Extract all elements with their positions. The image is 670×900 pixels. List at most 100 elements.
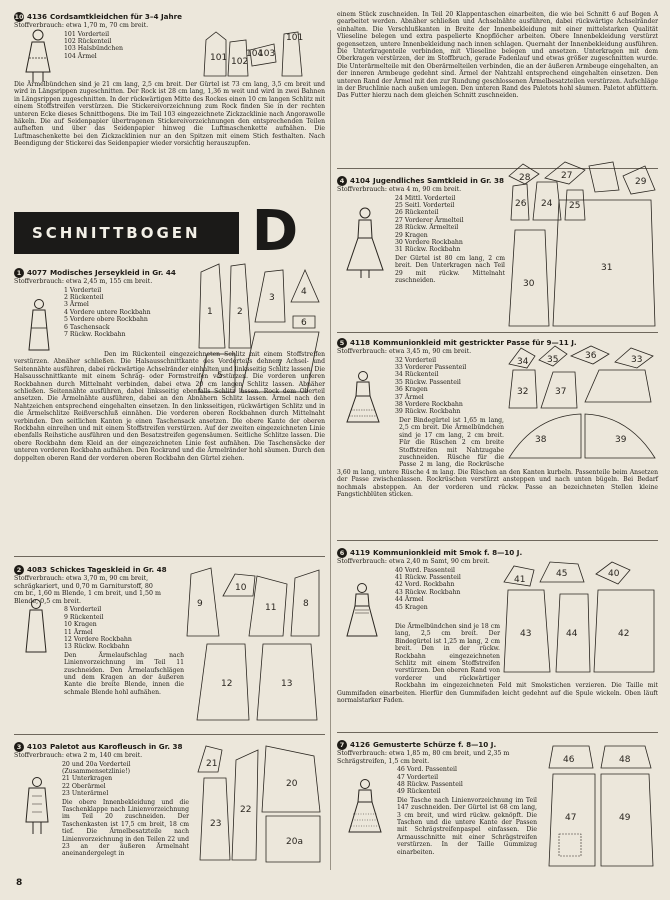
list-item: 7 Rückw. Rockbahn [64, 331, 126, 339]
list-item: 48 Rückw. Passenteil [397, 781, 463, 788]
list-item: 22 Oberärmel [62, 782, 106, 790]
jersey-dress-illustration [22, 298, 56, 356]
piece-label: 7 [277, 359, 283, 369]
list-item: 40 Vord. Passenteil [395, 566, 455, 574]
piece-label: 32 [517, 387, 528, 397]
section-6-text: Die Ärmelbündchen sind je 18 cm lang, 2,… [337, 623, 658, 705]
pattern-number: 4103 [27, 742, 48, 751]
section-title: Modisches Jerseykleid in Gr. 44 [50, 268, 176, 277]
piece-label: 5 [217, 371, 223, 381]
pattern-number: 4119 [350, 548, 371, 557]
piece-label: 11 [265, 603, 276, 613]
column-divider [330, 30, 331, 870]
child-dress-illustration [18, 28, 58, 84]
pattern-diagram-10: 101 102 104 103 101 [202, 30, 318, 78]
list-item: 25 Seitl. Vorderteil [395, 202, 455, 209]
piece-label: 27 [561, 171, 572, 181]
list-item: 47 Vorderteil [397, 773, 439, 781]
piece-label: 36 [585, 351, 597, 361]
list-item: 33 Vorderer Passenteil [395, 364, 467, 371]
pattern-number: 4083 [27, 565, 48, 574]
pattern-items: 32 Vorderteil 33 Vorderer Passenteil 34 … [395, 357, 505, 416]
piece-label: 23 [210, 819, 221, 829]
piece-label: 13 [281, 679, 292, 689]
piece-label: 104 [246, 49, 263, 59]
piece-label: 38 [535, 435, 547, 445]
list-item: 6 Taschensack [64, 323, 110, 331]
pattern-diagram-2: 9 10 11 8 12 13 [183, 566, 323, 724]
piece-label: 44 [566, 629, 578, 639]
apron-illustration [347, 778, 383, 840]
pattern-items: 8 Vorderteil 9 Rückenteil 10 Kragen 11 Ä… [64, 606, 184, 650]
pattern-number: 4136 [27, 12, 48, 21]
page-number: 8 [16, 878, 23, 888]
list-item: 24 Mittl. Vorderteil [395, 194, 456, 202]
smock-dress-illustration [345, 582, 379, 642]
pattern-items: 20 und 20a Vorderteil (Zusammensetzlinie… [62, 761, 189, 798]
pattern-diagram-4: 28 27 26 29 24 25 30 31 [505, 160, 659, 330]
list-item: 41 Rückw. Passenteil [395, 574, 461, 581]
section-title: Schickes Tageskleid in Gr. 48 [50, 565, 167, 574]
piece-label: 40 [608, 569, 620, 579]
piece-label: 9 [197, 599, 203, 609]
section-7-body: Die Tasche nach Linienvorzeichnung im Te… [397, 796, 537, 856]
piece-label: 101 [210, 53, 227, 63]
list-item: 3 Ärmel [64, 301, 89, 309]
piece-label: 37 [555, 387, 566, 397]
pattern-items: 24 Mittl. Vorderteil 25 Seitl. Vordertei… [395, 195, 505, 254]
pattern-items: 101 Vorderteil 102 Rückenteil 103 Halsbü… [64, 31, 204, 61]
section-title: Jugendliches Samtkleid in Gr. 38 [373, 176, 504, 185]
piece-label: 103 [258, 49, 275, 59]
pattern-items: 40 Vord. Passenteil 41 Rückw. Passenteil… [395, 567, 527, 611]
piece-label: 47 [565, 813, 576, 823]
piece-label: 48 [619, 755, 631, 765]
pattern-diagram-7: 46 48 47 49 [545, 742, 658, 872]
fabric-usage: Stoffverbrauch: etwa 2,45 m, 155 cm brei… [14, 278, 153, 285]
pattern-items: 1 Vorderteil 2 Rückenteil 3 Ärmel 4 Vord… [64, 287, 194, 339]
section-3-body: Die obere Innenbekleidung und die Tasche… [62, 798, 189, 858]
fabric-usage: Stoffverbrauch: etwa 2,40 m Samt, 90 cm … [337, 558, 490, 565]
list-item: 45 Kragen [395, 603, 428, 611]
list-item: 30 Vordere Rockbahn [395, 239, 463, 247]
paletot-illustration [22, 776, 52, 836]
section-number: 10 [14, 12, 24, 22]
fabric-usage: Stoffverbrauch: etwa 2 m, 140 cm breit. [14, 752, 143, 759]
list-item: 23 Unterärmel [62, 790, 109, 798]
list-item: 37 Ärmel [395, 393, 424, 401]
list-item: 101 Vorderteil [64, 30, 110, 38]
piece-label: 49 [619, 813, 631, 823]
section-separator [337, 332, 658, 333]
piece-label: 46 [563, 755, 575, 765]
piece-label: 101 [286, 33, 303, 43]
list-item: 10 Kragen [64, 621, 97, 629]
section-number: 2 [14, 565, 24, 575]
piece-label: 4 [301, 287, 307, 297]
list-item: 34 Rückenteil [395, 371, 439, 379]
list-item: 13 Rückw. Rockbahn [64, 643, 130, 651]
piece-label: 28 [519, 173, 531, 183]
fabric-usage: Stoffverbrauch: etwa 3,70 m, 90 cm breit… [14, 575, 161, 605]
list-item: 5 Vordere obere Rockbahn [64, 316, 148, 324]
section-number: 7 [337, 740, 347, 750]
list-item: 29 Kragen [395, 231, 428, 239]
list-item: 32 Vorderteil [395, 356, 437, 364]
piece-label: 25 [569, 201, 580, 211]
section-4-body: Der Gürtel ist 80 cm lang, 2 cm breit. D… [395, 254, 505, 285]
communion-dress-illustration [345, 370, 381, 430]
piece-label: 42 [618, 629, 629, 639]
list-item: 28 Rückw. Ärmelteil [395, 224, 459, 232]
list-item: 4 Vordere untere Rockbahn [64, 308, 151, 316]
pattern-number: 4126 [350, 740, 371, 749]
piece-label: 45 [556, 569, 567, 579]
list-item: 35 Rückw. Passenteil [395, 378, 461, 386]
section-number: 3 [14, 742, 24, 752]
pattern-diagram-6: 41 45 40 43 44 42 [500, 560, 658, 680]
